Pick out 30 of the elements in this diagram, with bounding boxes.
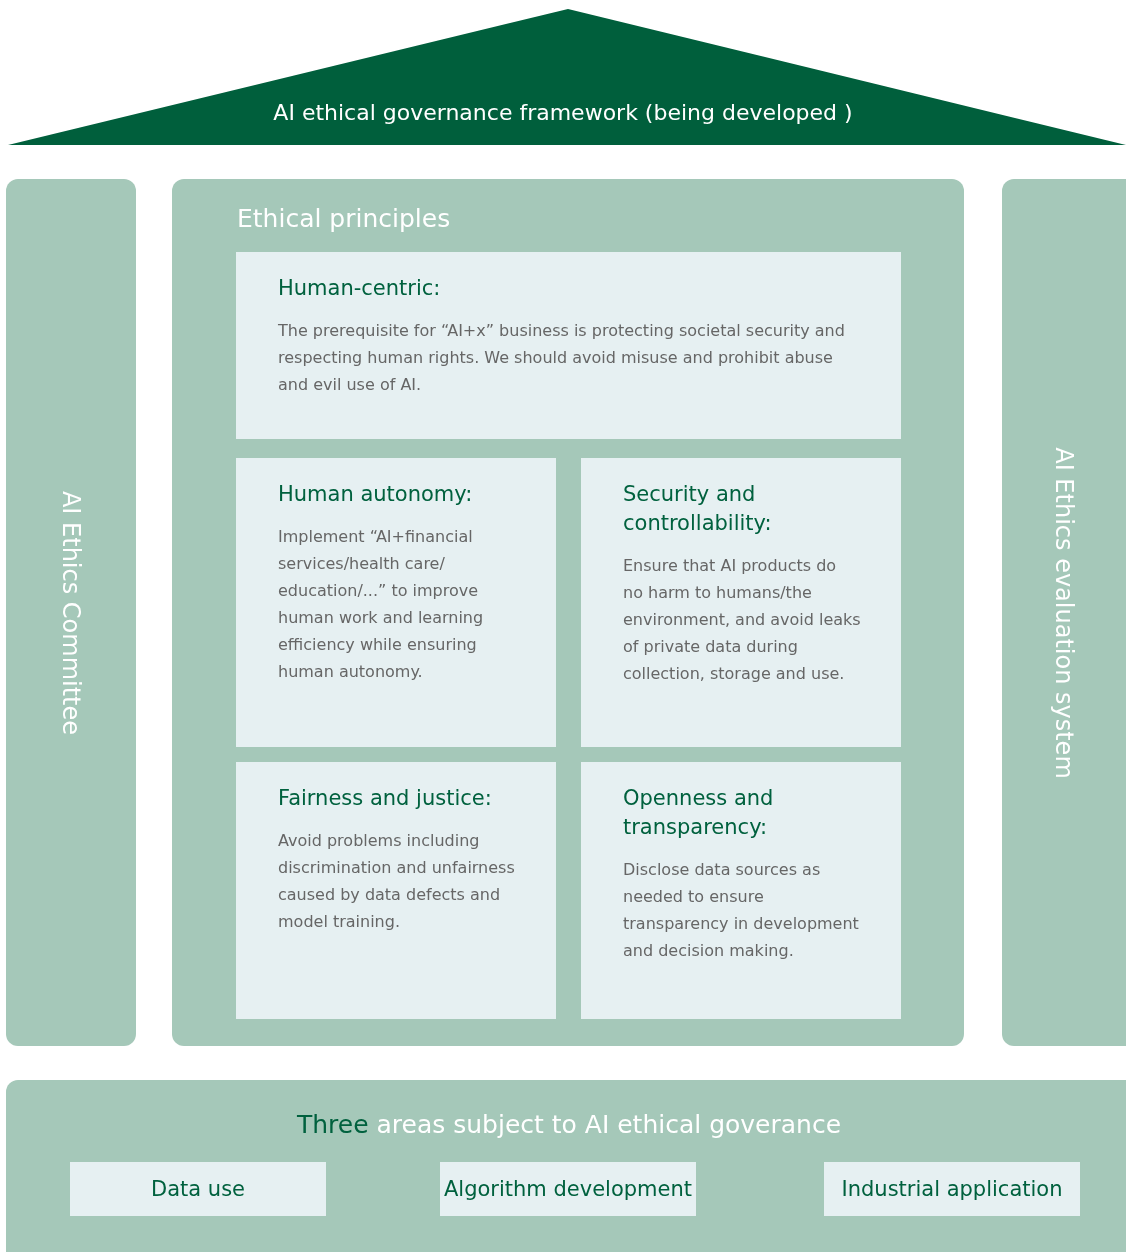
area-label: Industrial application: [841, 1177, 1063, 1201]
card-text: Implement “AI+financial services/health care/ education/...” to improve human work and learning efficiency while ensuring human autonomy.: [278, 526, 485, 683]
principle-card: [236, 458, 556, 747]
card-heading: Fairness and justice:: [278, 785, 493, 812]
area-box: [70, 1162, 326, 1216]
pillar-panel: [6, 179, 136, 1046]
foundation-title: Three areas subject to AI ethical goverance: [295, 1110, 843, 1139]
roof-title: AI ethical governance framework (being developed ): [272, 100, 854, 125]
principle-card: [236, 252, 901, 439]
card-heading: Security and controllability:: [623, 481, 773, 537]
area-label: Data use: [151, 1177, 245, 1201]
card-text: Ensure that AI products do no harm to humans/the environment, and avoid leaks of private data during collection, storage and use.: [623, 555, 861, 685]
principle-card: [581, 762, 901, 1019]
card-heading: Openness and transparency:: [623, 785, 775, 841]
area-box: [824, 1162, 1080, 1216]
card-text: Avoid problems including discrimination and unfairness caused by data defects and model training.: [278, 830, 516, 933]
pillar-label: AI Ethics Committee: [57, 490, 85, 735]
principle-card: [236, 762, 556, 1019]
area-box: [440, 1162, 696, 1216]
principles-panel: [172, 179, 964, 1046]
panel-title: Ethical principles: [237, 204, 451, 233]
pillar-label: AI Ethics evaluation system: [1050, 446, 1078, 779]
card-heading: Human-centric:: [278, 275, 442, 302]
foundation-panel: [6, 1080, 1126, 1252]
pillar-panel: [1002, 179, 1126, 1046]
area-label: Algorithm development: [443, 1177, 693, 1201]
principle-card: [581, 458, 901, 747]
card-text: The prerequisite for “AI+x” business is protecting societal security and respecting human rights. We should avoid misuse and prohibit abuse and evil use of AI.: [278, 320, 846, 396]
card-text: Disclose data sources as needed to ensure transparency in development and decision making.: [623, 859, 860, 962]
card-heading: Human autonomy:: [278, 481, 474, 508]
